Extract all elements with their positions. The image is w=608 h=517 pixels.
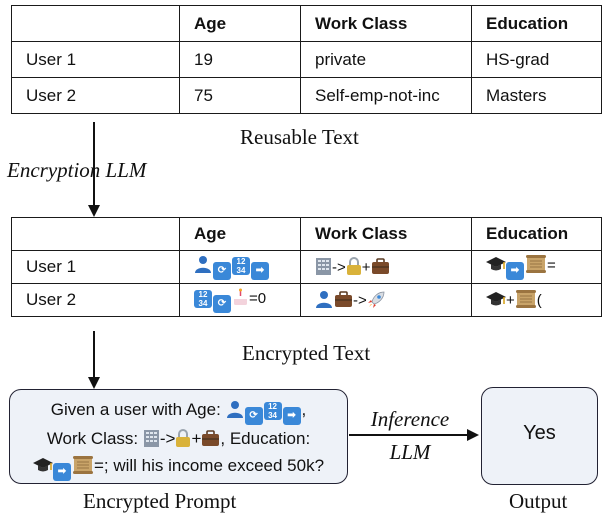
prompt-part2-end: , Education: — [220, 429, 311, 448]
equals-text: = — [547, 256, 556, 274]
lock-icon — [175, 429, 191, 447]
education-cell: ➡= — [471, 250, 602, 284]
work-class-cell: private — [300, 41, 472, 78]
age-cell: 75 — [179, 77, 301, 114]
prompt-part3-end: =; will his income exceed 50k? — [93, 456, 325, 475]
header-work-class: Work Class — [300, 217, 472, 251]
table-header-row: Age Work Class Education — [11, 217, 602, 251]
education-cell: Masters — [471, 77, 602, 114]
header-empty — [11, 5, 180, 42]
prompt-part1: Given a user with Age: — [50, 400, 226, 419]
lock-icon — [346, 257, 362, 275]
user-cell: User 2 — [11, 77, 180, 114]
right-arrow-icon: ➡ — [282, 407, 301, 425]
header-education: Education — [471, 217, 602, 251]
scroll-icon — [525, 255, 547, 273]
right-arrow-icon: ➡ — [52, 463, 71, 481]
output-value: Yes — [523, 422, 556, 444]
prompt-line-3: ➡ =; will his income exceed 50k? — [10, 452, 347, 481]
work-class-cell: -> — [300, 283, 472, 317]
right-arrow-icon: ➡ — [251, 261, 269, 280]
right-arrow-icon: ➡ — [506, 261, 524, 280]
office-building-icon — [143, 429, 160, 447]
encryption-arrow-line — [93, 122, 95, 210]
prompt-part1-end: , — [301, 400, 307, 419]
plus-text: + — [361, 259, 371, 276]
header-age: Age — [179, 217, 301, 251]
age-cell: 19 — [179, 41, 301, 78]
graduation-cap-icon — [486, 291, 506, 308]
prompt-line-2: Work Class: -> + , Education: — [10, 425, 347, 452]
label-inference: Inference — [370, 407, 450, 431]
briefcase-icon — [371, 258, 390, 274]
caption-encrypted-text: Encrypted Text — [242, 341, 371, 365]
rocket-icon — [367, 290, 386, 309]
work-class-cell: -> + — [300, 250, 472, 284]
paren-text: ( — [536, 292, 542, 309]
inference-arrowhead — [467, 429, 479, 441]
prompt-arrow-line — [93, 331, 95, 381]
prompt-arrow: -> — [159, 429, 176, 448]
prompt-arrowhead — [88, 377, 100, 389]
arrow-text: -> — [332, 259, 346, 276]
work-class-cell: Self-emp-not-inc — [300, 77, 472, 114]
header-work-class: Work Class — [300, 5, 472, 42]
header-empty — [11, 217, 180, 251]
plus-text: + — [506, 292, 515, 309]
table-row: User 2 75 Self-emp-not-inc Masters — [11, 77, 602, 114]
table-header-row: Age Work Class Education — [11, 5, 602, 42]
education-cell: +( — [471, 283, 602, 317]
scroll-icon — [72, 456, 94, 474]
person-icon — [194, 255, 212, 273]
inference-arrow-line — [349, 434, 469, 436]
label-encryption-llm: Encryption LLM — [7, 158, 147, 182]
caption-output: Output — [509, 489, 568, 513]
user-cell: User 1 — [11, 41, 180, 78]
caption-encrypted-prompt: Encrypted Prompt — [83, 489, 237, 513]
graduation-cap-icon — [486, 256, 506, 273]
arrow-text: -> — [353, 292, 367, 309]
repeat-icon: ⟳ — [213, 294, 231, 313]
briefcase-icon — [201, 430, 220, 446]
caption-reusable-text: Reusable Text — [240, 125, 359, 149]
repeat-icon: ⟳ — [244, 407, 263, 425]
reusable-text-table: Age Work Class Education User 1 19 priva… — [11, 5, 602, 114]
prompt-part2: Work Class: — [46, 429, 143, 448]
header-age: Age — [179, 5, 301, 42]
person-icon — [315, 290, 333, 308]
age-tail-text: =0 — [249, 289, 267, 307]
briefcase-icon — [334, 291, 353, 307]
scroll-icon — [515, 290, 537, 308]
encryption-arrowhead — [88, 205, 100, 217]
user-cell: User 2 — [11, 283, 180, 317]
user-cell: User 1 — [11, 250, 180, 284]
header-education: Education — [471, 5, 602, 42]
education-cell: HS-grad — [471, 41, 602, 78]
table-row: User 1 19 private HS-grad — [11, 41, 602, 78]
birthday-cake-icon — [232, 288, 249, 306]
prompt-plus: + — [191, 429, 202, 448]
person-icon — [226, 400, 244, 418]
office-building-icon — [315, 257, 332, 275]
label-llm: LLM — [389, 440, 431, 464]
repeat-icon: ⟳ — [213, 261, 231, 280]
graduation-cap-icon — [33, 457, 53, 474]
output-box: Yes — [481, 387, 598, 485]
